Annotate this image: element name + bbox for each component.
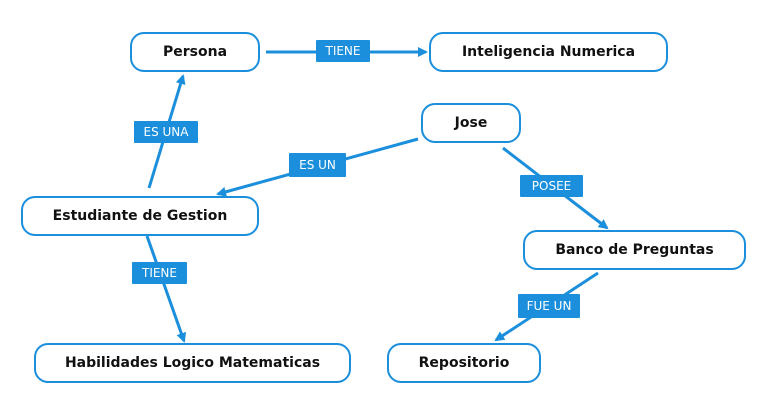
- link-label-es-una: ES UNA: [134, 121, 198, 143]
- node-persona[interactable]: Persona: [130, 32, 260, 72]
- link-label-tiene-top: TIENE: [316, 40, 370, 62]
- link-label-posee: POSEE: [520, 175, 583, 197]
- node-inteligencia-numerica[interactable]: Inteligencia Numerica: [429, 32, 668, 72]
- node-jose[interactable]: Jose: [421, 103, 521, 143]
- node-habilidades-logico-matematicas[interactable]: Habilidades Logico Matematicas: [34, 343, 351, 383]
- link-label-tiene-bottom: TIENE: [132, 262, 187, 284]
- link-label-es-un: ES UN: [289, 153, 346, 177]
- node-banco-de-preguntas[interactable]: Banco de Preguntas: [523, 230, 746, 270]
- node-repositorio[interactable]: Repositorio: [387, 343, 541, 383]
- node-estudiante-de-gestion[interactable]: Estudiante de Gestion: [21, 196, 259, 236]
- link-label-fue-un: FUE UN: [518, 294, 580, 318]
- edge-estudiante-habilidades: [145, 235, 187, 343]
